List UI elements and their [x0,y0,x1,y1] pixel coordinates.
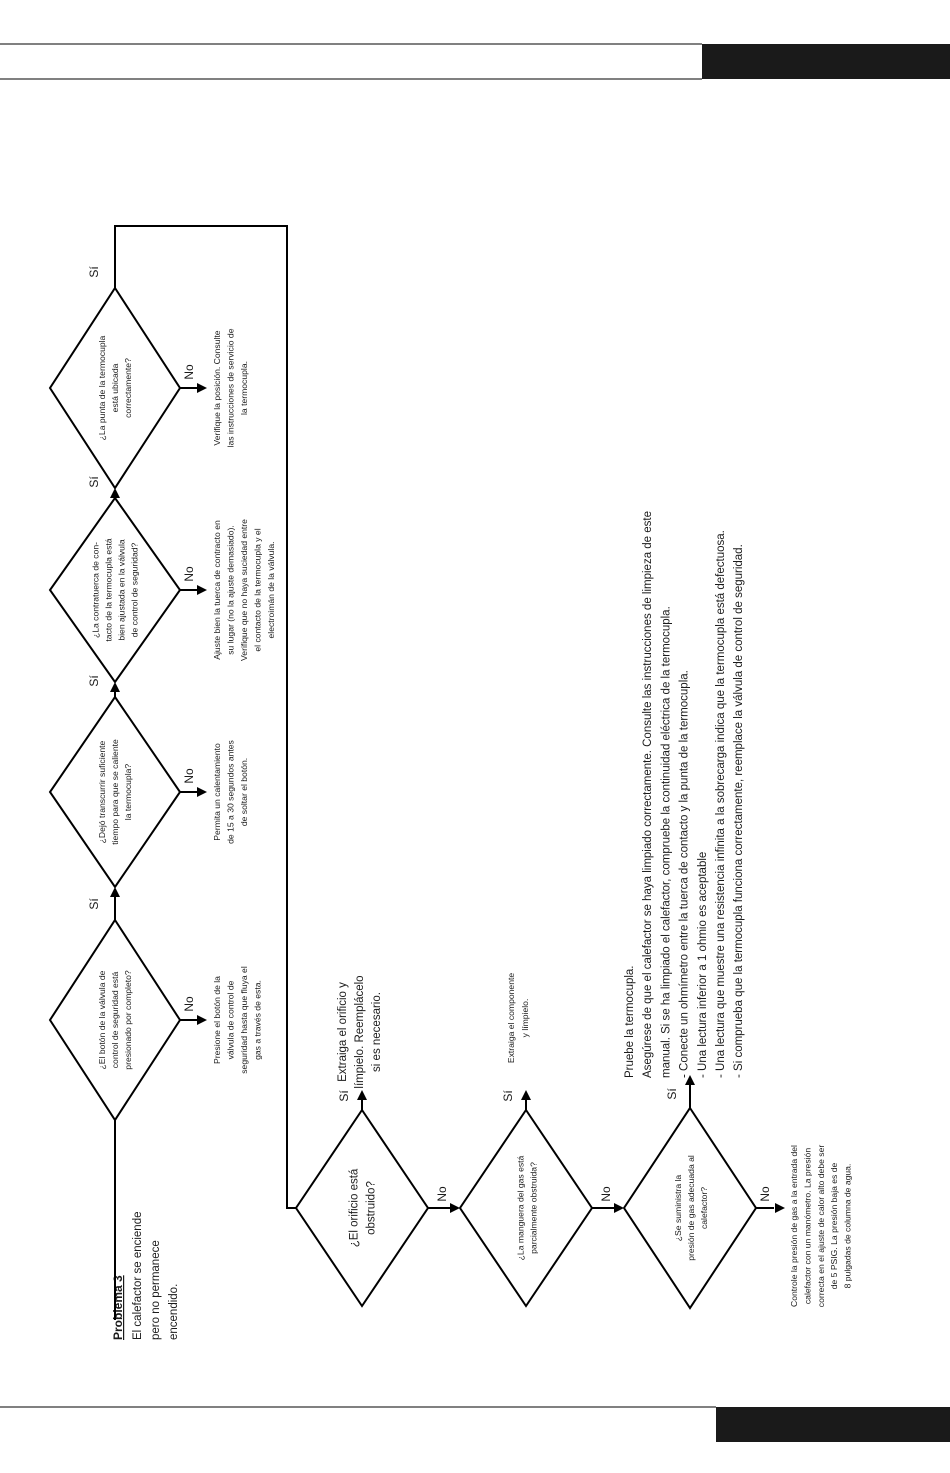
final-no-action-line-0: Controle la presión de gas a la entrada … [789,1145,799,1307]
bottom-no-label-2: No [599,1186,613,1202]
bottom-no-label-1: No [435,1186,449,1202]
final-no-action-line-3: de 5 PSIG. La presión baja es de [829,1162,839,1289]
bottom-decision-3-question-line-0: ¿Se suministra la [673,1175,683,1242]
final-no-action-line-4: 8 pulgadas de columna de agua. [843,1164,853,1289]
bottom-decision-3-question-line-1: presión de gas adecuada al [686,1155,696,1261]
top-decision-1-question-line-1: control de seguridad está [110,972,120,1069]
top-action-4-line-2: la termocupla. [239,361,249,415]
top-action-3-line-4: electroimán de la válvula. [266,542,276,639]
top-no-label-2: No [182,768,196,784]
bottom-yes-arrow-3 [685,1075,695,1085]
top-decision-4-question-line-1: está ubicada [110,363,120,412]
bottom-action-3-line-1: Asegúrese de que el calefactor se haya l… [642,511,654,1078]
top-decision-3-question-line-0: ¿La contratuerca de con- [91,542,101,638]
top-no-label-1: No [182,996,196,1012]
top-action-4-line-1: las instrucciones de servicio de [226,328,236,447]
top-yes-arrow-1 [110,887,120,897]
top-no-arrow-1 [197,1015,207,1025]
bottom-decision-1-question-line-1: obstruido? [366,1181,378,1235]
top-decision-2-question-line-0: ¿Dejó transcurrir suficiente [97,740,107,843]
top-decision-1 [48,918,182,1122]
bottom-action-3-line-6: - Si comprueba que la termocupla funcion… [733,544,745,1078]
bottom-yes-arrow-1 [357,1090,367,1100]
top-decision-3 [48,496,182,684]
bottom-decision-3 [622,1106,758,1310]
top-action-2-line-2: de soltar el botón. [239,758,249,826]
bottom-action-3-line-4: - Una lectura inferior a 1 ohmio es acep… [697,852,709,1078]
top-decision-4-question-line-0: ¿La punta de la termocupla [97,335,107,440]
top-yes-label-3: Sí [87,476,101,488]
top-yes-label-2: Sí [87,675,101,687]
bottom-decision-2-question-line-1: parcialmente obstruida? [529,1162,539,1254]
bottom-action-3-line-0: Pruebe la termocupla. [624,965,636,1078]
top-yes-arrow-2 [110,682,120,692]
top-action-1-line-2: seguridad hasta que fluya el [239,966,249,1074]
top-decision-2-question-line-1: tiempo para que se caliente [110,739,120,845]
problem-description-line-2: encendido. [168,1284,180,1340]
bottom-yes-label-1: Sí [337,1090,351,1102]
top-action-3-line-2: Verifique que no haya suciedad entre [239,519,249,661]
bottom-no-arrow-2 [614,1203,624,1213]
problem-description-line-0: El calefactor se enciende [132,1212,144,1341]
top-decision-2-question-line-2: la termocupla? [123,764,133,821]
top-yes-arrow-3 [110,488,120,498]
final-no-action-line-1: calefactor con un manómetro. La presión [802,1148,812,1304]
top-decision-4 [48,286,182,490]
bottom-action-2-line-0: Extraiga el componente [506,973,516,1064]
top-action-4-line-0: Verifique la posición. Consulte [212,330,222,445]
final-no-arrow [775,1203,785,1213]
bottom-decision-3-question-line-2: calefactor? [699,1187,709,1229]
bottom-decision-2 [458,1108,594,1308]
top-yes-label-1: Sí [87,898,101,910]
bottom-action-3-line-2: manual. Si se ha limpiado el calefactor,… [660,606,672,1078]
bottom-action-3-line-5: - Una lectura que muestre una resistenci… [715,530,727,1078]
top-decision-1-question-line-0: ¿El botón de la válvula de [97,970,107,1069]
header-tab [702,44,950,79]
final-no-action-line-2: correcta en el ajuste de calor alto debe… [816,1145,826,1308]
bottom-yes-arrow-2 [521,1090,531,1100]
top-action-1-line-0: Presione el botón de la [212,976,222,1064]
bottom-action-1-line-1: límpielo. Reemplácelo [354,975,366,1088]
bottom-decision-1 [294,1108,430,1308]
problem-title: Problema 3 [111,1275,125,1340]
top-decision-1-question-line-2: presionado por completo? [123,970,133,1070]
problem-description-line-1: pero no permanece [150,1240,162,1340]
top-no-label-4: No [182,364,196,380]
top-no-arrow-3 [197,585,207,595]
footer-tab [716,1407,950,1442]
top-action-3-line-3: el contacto de la termocupla y el [253,528,263,651]
bottom-action-3-line-3: - Conecte un ohmímetro entre la tuerca d… [679,670,691,1078]
top-action-1-line-1: válvula de control de [226,980,236,1059]
bottom-action-1-line-2: si es necesario. [371,992,383,1072]
bottom-action-1-line-0: Extraiga el orificio y [337,982,349,1082]
bottom-yes-label-3: Sí [665,1088,679,1100]
bottom-action-2-line-1: y límpielo. [520,999,530,1038]
top-action-2-line-1: de 15 a 30 segundos antes [226,740,236,844]
bottom-no-arrow-1 [450,1203,460,1213]
top-action-2-line-0: Permita un calentamiento [212,743,222,841]
bottom-decision-1-question-line-0: ¿El orificio está [349,1168,361,1247]
top-action-1-line-3: gas a través de esta. [253,980,263,1060]
top-no-label-3: No [182,566,196,582]
top-action-3-line-1: su lugar (no la ajuste demasiado). [226,525,236,654]
top-decision-3-question-line-2: bien ajustada en la válvula [117,539,127,641]
top-action-3-line-0: Ajuste bien la tuerca de contracto en [212,520,222,660]
bottom-yes-label-2: Sí [501,1090,515,1102]
top-yes-label-4: Sí [87,266,101,278]
top-decision-4-question-line-2: correctamente? [123,358,133,418]
top-no-arrow-2 [197,787,207,797]
top-decision-3-question-line-1: tacto de la termocupla está [104,538,114,641]
final-no-label: No [758,1186,772,1202]
top-decision-2 [48,695,182,889]
top-decision-3-question-line-3: de control de seguridad? [130,542,140,637]
top-no-arrow-4 [197,383,207,393]
bottom-decision-2-question-line-0: ¿La manguera del gas está [516,1155,526,1260]
